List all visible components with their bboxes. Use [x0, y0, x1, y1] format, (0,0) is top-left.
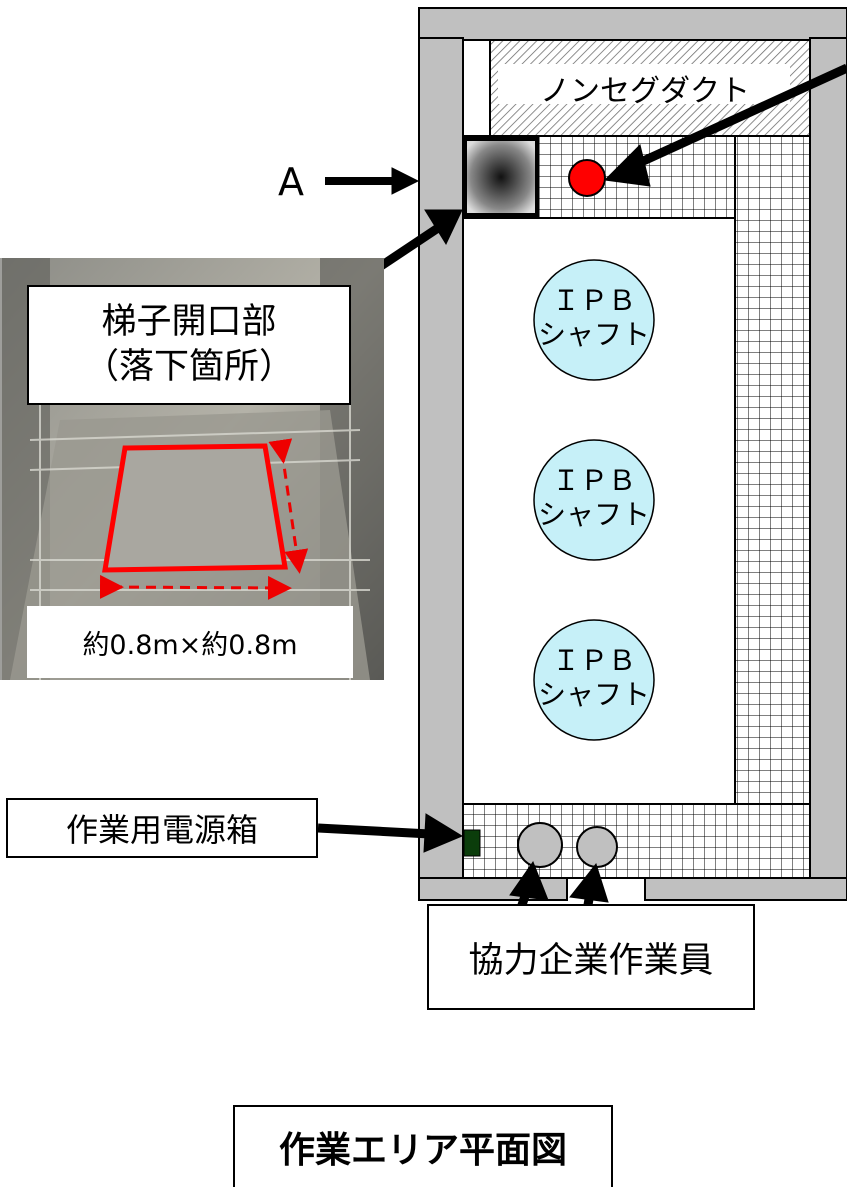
opening-size-label: 約0.8m×約0.8m: [27, 606, 353, 678]
marker-a-label: A: [278, 160, 304, 204]
duct-label-bg: [498, 64, 790, 104]
power-box: [463, 829, 481, 857]
ipb-shaft-1: [533, 259, 655, 381]
ladder-opening-label-line1: 梯子開口部: [101, 301, 277, 342]
arrow-fall-point: [626, 63, 847, 173]
workers-label: 協力企業作業員: [427, 904, 755, 1010]
ladder-opening-label: 梯子開口部 （落下箇所）: [27, 285, 351, 405]
top-wall: [418, 7, 847, 41]
bottom-wall-right: [644, 877, 847, 901]
ipb-shaft-2-line1: ＩＰＢ: [551, 464, 636, 497]
grating-right: [734, 135, 811, 805]
opening-depth-dim: [268, 438, 309, 574]
fall-point-marker: [568, 159, 606, 197]
arrow-power-box: [317, 823, 431, 839]
grating-bottom: [462, 803, 811, 879]
opening-width-dim: [99, 574, 292, 600]
ipb-shaft-2-label: ＩＰＢ シャフト: [534, 464, 654, 532]
power-box-label: 作業用電源箱: [6, 798, 318, 858]
ipb-shaft-3-line2: シャフト: [537, 678, 650, 711]
ipb-shaft-1-line2: シャフト: [537, 318, 650, 351]
ipb-shaft-3-line1: ＩＰＢ: [551, 644, 636, 677]
ipb-shaft-2: [533, 439, 655, 561]
right-wall: [809, 37, 847, 879]
ipb-shaft-1-line1: ＩＰＢ: [551, 284, 636, 317]
ladder-opening: [463, 137, 539, 217]
ipb-shaft-2-line2: シャフト: [537, 498, 650, 531]
left-wall: [418, 37, 464, 879]
ladder-opening-label-line2: （落下箇所）: [83, 347, 294, 387]
ipb-shaft-3: [533, 619, 655, 741]
ipb-shaft-1-label: ＩＰＢ シャフト: [534, 284, 654, 352]
worker-1: [517, 822, 563, 868]
ipb-shafts: [533, 259, 655, 741]
worker-2: [576, 826, 618, 868]
duct-label: ノンセグダクト: [540, 74, 750, 109]
ipb-shaft-3-label: ＩＰＢ シャフト: [534, 644, 654, 712]
plan-title: 作業エリア平面図: [233, 1105, 613, 1187]
opening-outline: [102, 443, 288, 573]
